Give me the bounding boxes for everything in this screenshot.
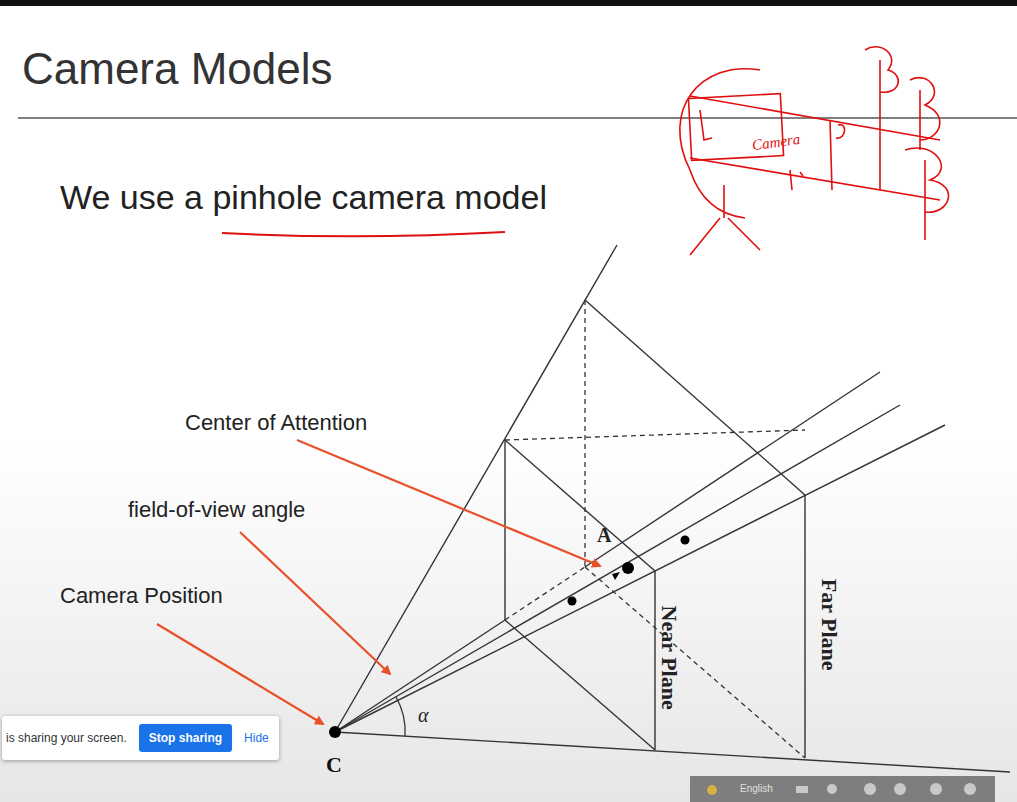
callout-arrows <box>157 440 600 724</box>
camera-dot <box>329 726 341 738</box>
angle-label: α <box>418 704 429 727</box>
subtitle: We use a pinhole camera model <box>60 178 547 217</box>
taskbar-text: English <box>740 783 773 795</box>
angle-arc <box>396 697 405 736</box>
slide-title: Camera Models <box>22 44 333 95</box>
axis-dot <box>681 536 690 545</box>
hidden-edges <box>505 300 805 758</box>
handwritten-note: Camera <box>751 131 801 155</box>
attention-dot <box>622 562 634 574</box>
callout-label: Camera Position <box>60 583 223 608</box>
frustum-lines <box>335 245 1010 772</box>
axis-dot <box>568 597 577 606</box>
point-label: C <box>326 752 342 777</box>
hand-sketch <box>680 47 949 255</box>
title-rule <box>18 117 1017 119</box>
taskbar <box>690 776 995 802</box>
node-text: is sharing your screen. <box>6 731 127 745</box>
plane-label: Near Plane <box>656 606 681 710</box>
stop-button: Stop sharing <box>139 724 232 752</box>
axis-marker <box>612 572 620 580</box>
callout-label: field-of-view angle <box>128 497 305 522</box>
point-label: A <box>597 524 611 547</box>
plane-label: Far Plane <box>816 579 841 671</box>
share-bar: is sharing your screen. Hide Stop sharing <box>2 716 279 760</box>
taskbar-icons <box>707 783 976 795</box>
node-text: Stop sharing <box>149 731 222 745</box>
top-bar <box>0 0 1017 6</box>
underline-mark <box>222 232 505 236</box>
node-link: Hide <box>244 731 269 745</box>
callout-label: Center of Attention <box>185 410 367 435</box>
